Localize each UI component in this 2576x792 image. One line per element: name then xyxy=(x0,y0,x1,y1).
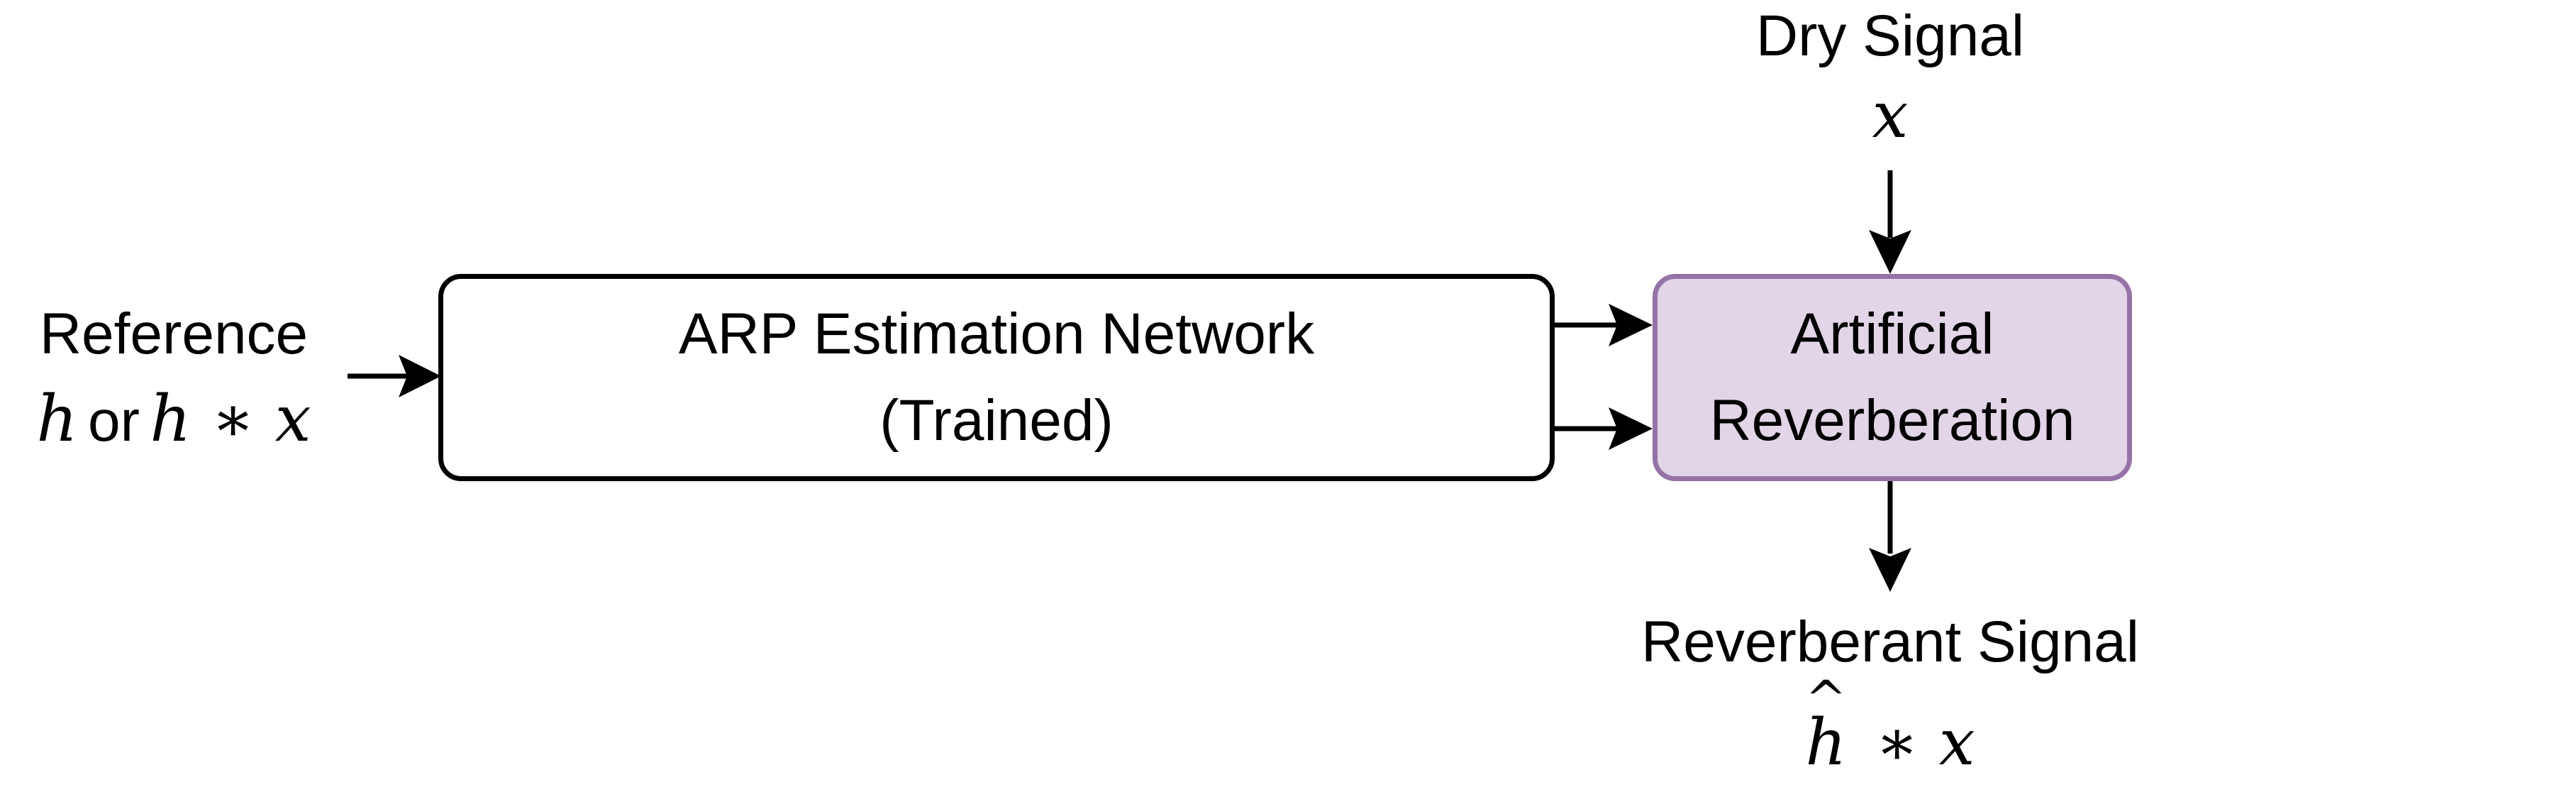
arrow-reference-to-arp xyxy=(348,355,441,397)
output-math-rest: ∗ x xyxy=(1875,705,1975,780)
dry-signal-label: Dry Signal xyxy=(1755,4,2025,68)
arrow-arp-to-reverb-upper xyxy=(1555,304,1653,346)
hat-accent: ^ xyxy=(1805,670,1847,728)
reference-math-h: h xyxy=(36,382,78,456)
reverberant-signal-label: Reverberant Signal xyxy=(1641,610,2139,674)
reference-or: or xyxy=(87,389,140,453)
reference-input: Reference h or h ∗ x xyxy=(0,298,348,461)
arrow-dry-to-reverb xyxy=(1869,170,1911,274)
arp-box-title: ARP Estimation Network xyxy=(678,302,1315,366)
arrow-arp-to-reverb-lower xyxy=(1555,407,1653,450)
reference-formula: h or h ∗ x xyxy=(0,382,348,456)
arp-estimation-network-box: ARP Estimation Network (Trained) xyxy=(438,274,1555,481)
arp-box-subtitle: (Trained) xyxy=(879,388,1114,453)
reverberant-signal-formula: ^ h ∗ x xyxy=(1536,674,2245,775)
dry-signal-math: x xyxy=(1872,78,1909,153)
artificial-reverberation-box: Artificial Reverberation xyxy=(1653,274,2132,481)
output-math-h: h xyxy=(1805,705,1847,780)
reverberant-signal-output: Reverberant Signal ^ h ∗ x xyxy=(1536,603,2245,792)
reverb-box-line1: Artificial xyxy=(1790,302,1994,366)
dry-signal-input: Dry Signal x xyxy=(1677,0,2103,170)
h-hat: ^ h xyxy=(1805,674,1847,775)
reverb-box-line2: Reverberation xyxy=(1709,388,2075,453)
arrow-reverb-to-output xyxy=(1869,481,1911,592)
reference-label: Reference xyxy=(39,302,309,366)
reference-math-hx: h ∗ x xyxy=(150,382,311,456)
